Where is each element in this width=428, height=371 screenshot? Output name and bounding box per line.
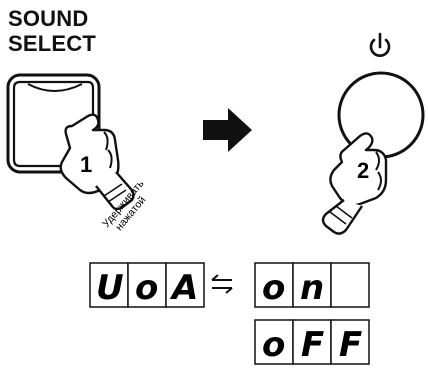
sound-select-label-line1: SOUND [8, 6, 89, 31]
display-left: U o A [89, 262, 205, 308]
display-left-char-2: o [135, 268, 158, 308]
display-left-char-3: A [169, 268, 198, 308]
power-icon [369, 32, 391, 57]
sound-select-label-line2: SELECT [8, 31, 96, 56]
step-1-number: 1 [80, 152, 92, 177]
display-off-char-1: o [262, 325, 285, 365]
hand-press-2-icon [321, 132, 388, 235]
display-off-char-3: F [339, 325, 362, 365]
display-right-top: o n [254, 262, 370, 308]
step-2-number: 2 [357, 158, 369, 183]
display-right-bottom: o F F [254, 319, 370, 365]
display-left-char-1: U [96, 268, 124, 308]
swap-arrows-icon [211, 274, 233, 294]
hand-press-1-icon [59, 113, 135, 211]
sound-select-label: SOUND SELECT [8, 6, 96, 56]
display-off-char-2: F [301, 325, 324, 365]
display-on-char-2: n [300, 268, 324, 308]
display-on-char-1: o [262, 268, 285, 308]
right-arrow-icon [203, 108, 252, 152]
